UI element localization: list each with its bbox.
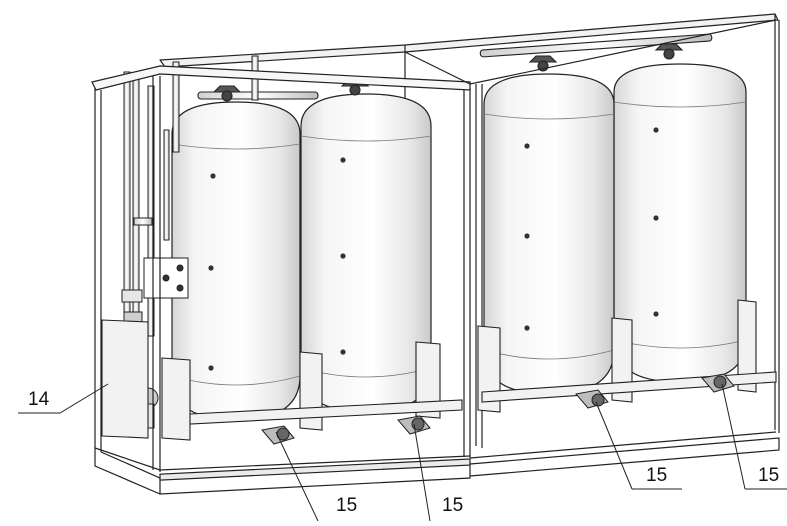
tank-left — [171, 101, 301, 421]
callout-15-right-center: 15 — [646, 465, 668, 486]
callout-15-left: 15 — [336, 495, 358, 516]
leader-lines — [18, 383, 787, 522]
callout-15-center: 15 — [442, 495, 464, 516]
callout-14: 14 — [28, 389, 50, 410]
tank-center-right — [483, 73, 615, 395]
tank-center-left — [300, 93, 432, 413]
tank-right-rear — [613, 63, 747, 383]
callout-15-right: 15 — [758, 465, 780, 486]
tank-supports — [101, 299, 777, 441]
front-frame — [91, 19, 780, 495]
